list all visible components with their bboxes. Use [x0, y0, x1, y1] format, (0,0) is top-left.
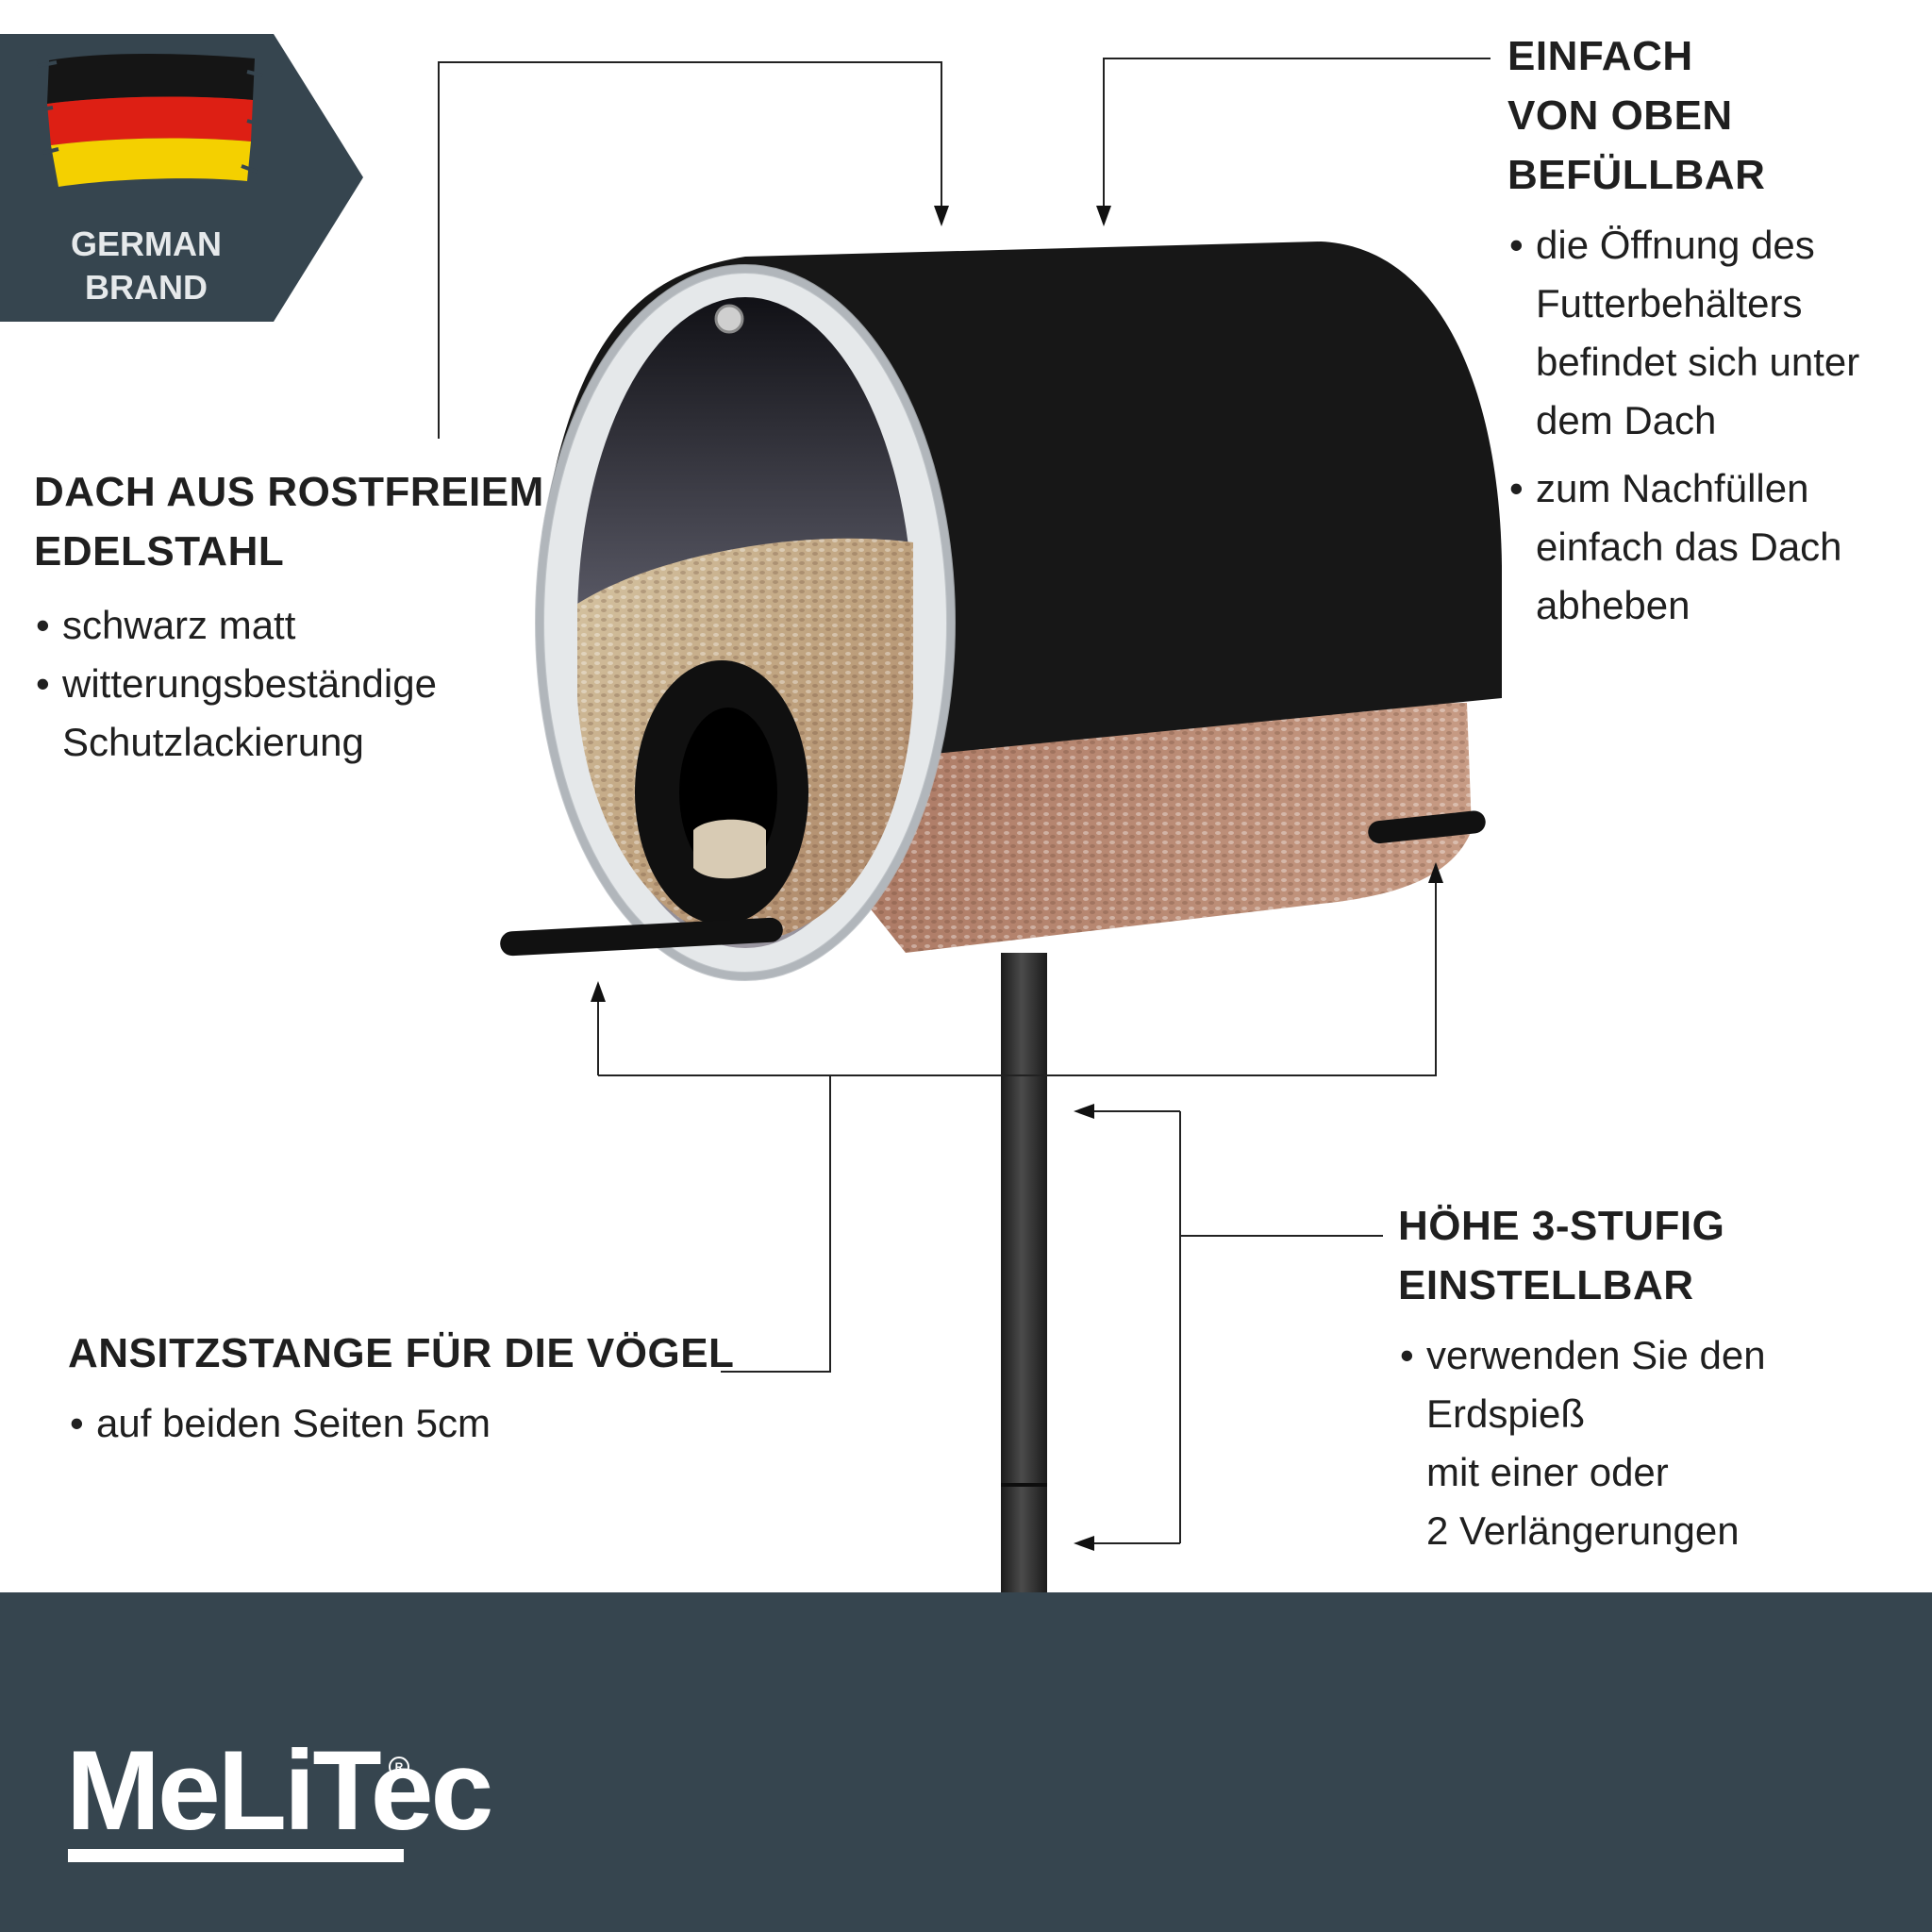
logo-underline [68, 1849, 404, 1862]
product-illustration [438, 58, 1502, 1594]
roof-bullet-2: witterungsbeständige Schutzlackierung [34, 655, 544, 772]
badge-line-1: GERMAN [71, 225, 222, 263]
perch-bullet-1: auf beiden Seiten 5cm [68, 1394, 734, 1453]
footer-bar [0, 1592, 1932, 1932]
perch-heading: ANSITZSTANGE FÜR DIE VÖGEL [68, 1330, 735, 1376]
melitec-logo: MeLiTec [66, 1727, 493, 1854]
roof-bullet-1: schwarz matt [34, 596, 544, 655]
fill-heading-line-1: EINFACH [1507, 33, 1693, 79]
pole-joint [1001, 1483, 1047, 1487]
german-brand-badge: GERMAN BRAND [0, 34, 368, 322]
arrowheads [591, 206, 1443, 1551]
roof-callout: DACH AUS ROSTFREIEM EDELSTAHL schwarz ma… [34, 462, 544, 772]
height-bullet-1: verwenden Sie den Erdspieß mit einer ode… [1398, 1326, 1766, 1560]
roof-heading-line-1: DACH AUS ROSTFREIEM [34, 469, 544, 515]
height-heading-line-1: HÖHE 3-STUFIG [1398, 1203, 1725, 1249]
height-callout: HÖHE 3-STUFIG EINSTELLBAR verwenden Sie … [1398, 1196, 1766, 1560]
perch-callout: ANSITZSTANGE FÜR DIE VÖGEL auf beiden Se… [68, 1324, 734, 1453]
leader-lines [438, 58, 1491, 1544]
roof-heading-line-2: EDELSTAHL [34, 528, 285, 575]
badge-shape [0, 34, 363, 322]
registered-mark-icon: R [389, 1757, 409, 1777]
badge-line-2: BRAND [85, 268, 208, 307]
pole [1001, 953, 1047, 1594]
fill-heading-line-2: VON OBEN [1507, 92, 1733, 139]
perch-right [1368, 810, 1486, 844]
fill-bullet-2: zum Nachfüllen einfach das Dach abheben [1507, 459, 1859, 635]
fill-bullet-1: die Öffnung des Futterbehälters befindet… [1507, 216, 1859, 450]
height-heading-line-2: EINSTELLBAR [1398, 1262, 1694, 1308]
screw [714, 304, 744, 334]
fill-heading-line-3: BEFÜLLBAR [1507, 152, 1766, 198]
fill-callout: EINFACH VON OBEN BEFÜLLBAR die Öffnung d… [1507, 26, 1859, 635]
perch-left [500, 917, 783, 957]
german-flag-icon [37, 54, 263, 187]
